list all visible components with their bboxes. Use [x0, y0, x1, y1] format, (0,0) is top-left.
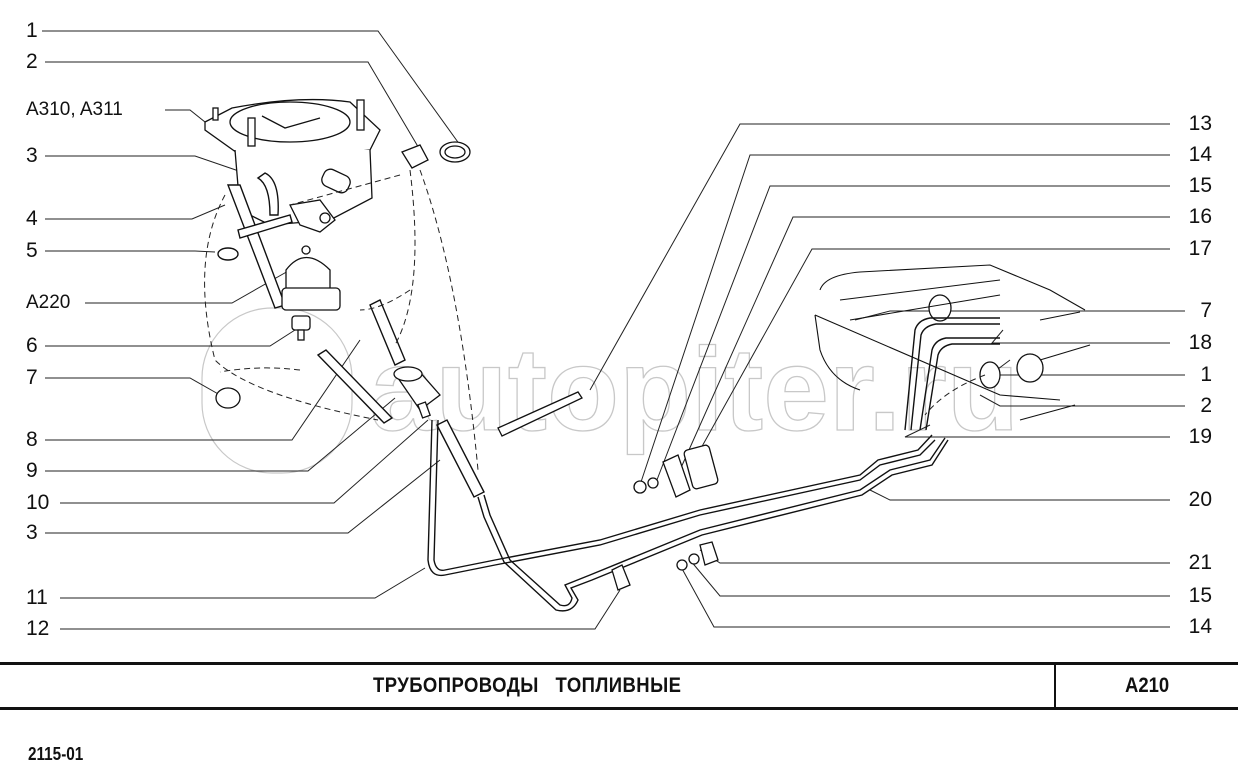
leader-lines-right — [589, 123, 1185, 628]
callout-left-9: 9 — [26, 459, 38, 482]
callout-right-2: 2 — [1200, 394, 1212, 417]
callout-left-11: 11 — [26, 586, 48, 609]
svg-text:autopiter.ru: autopiter.ru — [370, 324, 1019, 456]
callout-right-21: 21 — [1188, 551, 1212, 574]
model-code: 2115-01 — [28, 744, 84, 764]
callout-left-8: 8 — [26, 428, 38, 451]
callout-left-3b: 3 — [26, 521, 38, 544]
assembly-arrows — [204, 169, 986, 471]
diagram-title: ТРУБОПРОВОДЫ ТОПЛИВНЫЕ — [372, 674, 682, 697]
hoses-top — [217, 172, 485, 498]
callout-left-5: 5 — [26, 239, 38, 262]
callout-right-17: 17 — [1188, 237, 1212, 260]
fuel-pump-drawing — [281, 245, 341, 341]
callout-left-7: 7 — [26, 366, 38, 389]
fuel-pipes-drawing — [427, 317, 1000, 612]
callout-right-16: 16 — [1188, 205, 1212, 228]
callout-right-14b: 14 — [1188, 615, 1212, 638]
callout-right-1: 1 — [1200, 363, 1212, 386]
callout-right-19: 19 — [1188, 425, 1212, 448]
callout-left-a310-a311: A310, A311 — [26, 99, 123, 120]
fuel-tank-drawing — [814, 264, 1091, 421]
callout-left-3: 3 — [26, 144, 38, 167]
title-cell: ТРУБОПРОВОДЫ ТОПЛИВНЫЕ — [0, 665, 1056, 707]
callout-left-1: 1 — [26, 19, 38, 42]
callout-left-a220: A220 — [26, 292, 71, 313]
callout-right-15: 15 — [1188, 174, 1212, 197]
fuel-filter-drawing — [393, 366, 441, 419]
clamps-drawing — [215, 141, 1044, 409]
callout-right-18: 18 — [1188, 331, 1212, 354]
callout-right-13: 13 — [1188, 112, 1212, 135]
callout-left-12: 12 — [26, 617, 50, 640]
callout-left-10: 10 — [26, 491, 50, 514]
watermark: autopiter.ru — [201, 307, 1020, 474]
small-parts-drawing — [497, 391, 719, 591]
callout-left-6: 6 — [26, 334, 38, 357]
callout-left-4: 4 — [26, 207, 38, 230]
section-code: A210 — [1124, 674, 1170, 697]
section-code-cell: A210 — [1056, 665, 1238, 707]
callout-right-20: 20 — [1188, 488, 1212, 511]
callout-left-2: 2 — [26, 50, 38, 73]
callout-right-14: 14 — [1188, 143, 1212, 166]
callout-right-7: 7 — [1200, 299, 1212, 322]
carburetor-drawing — [204, 98, 381, 233]
title-block: ТРУБОПРОВОДЫ ТОПЛИВНЫЕ A210 — [0, 662, 1238, 710]
callout-right-15b: 15 — [1188, 584, 1212, 607]
